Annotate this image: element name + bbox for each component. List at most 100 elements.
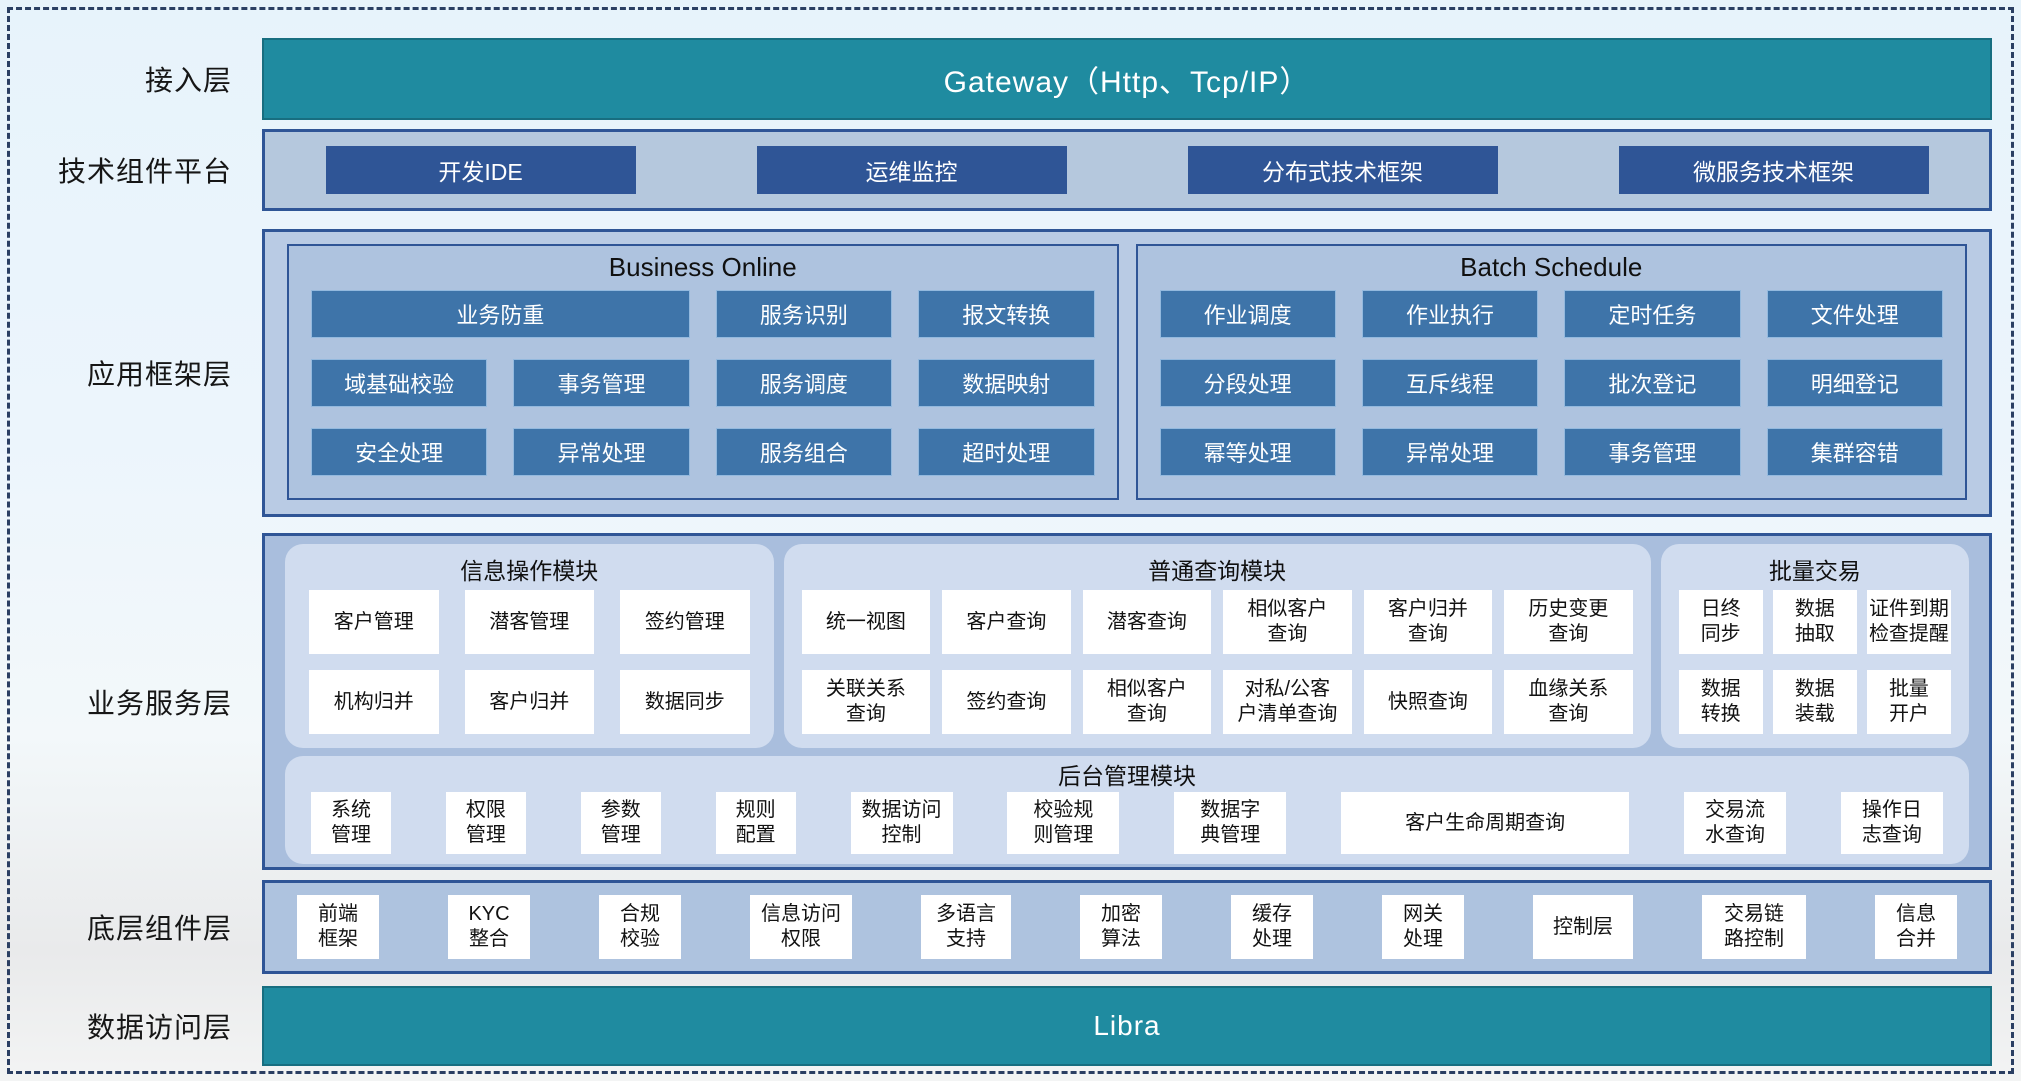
framework-block: 明细登记	[1766, 359, 1943, 407]
framework-block: 安全处理	[311, 428, 488, 476]
service-card: 批量 开户	[1866, 670, 1951, 734]
business-service-top-row: 信息操作模块 客户管理 潜客管理 签约管理 机构归并 客户归并 数据同步 普通查…	[285, 544, 1969, 748]
service-card: 签约查询	[942, 670, 1071, 734]
section-batch-schedule: Batch Schedule 作业调度 作业执行 定时任务 文件处理 分段处理 …	[1135, 244, 1967, 500]
service-card: 数据同步	[620, 670, 750, 734]
component-card: 多语言 支持	[921, 895, 1011, 959]
layer-row-tech-platform: 技术组件平台 开发IDE 运维监控 分布式技术框架 微服务技术框架	[0, 129, 2021, 211]
app-framework-container: Business Online 业务防重 服务识别 报文转换 域基础校验 事务管…	[262, 229, 1992, 517]
service-card: 客户查询	[942, 590, 1071, 654]
section-business-online: Business Online 业务防重 服务识别 报文转换 域基础校验 事务管…	[287, 244, 1119, 500]
info-operations-grid: 客户管理 潜客管理 签约管理 机构归并 客户归并 数据同步	[303, 590, 756, 736]
component-card: 信息访问 权限	[750, 895, 852, 959]
module-backend-admin: 后台管理模块 系统 管理 权限 管理 参数 管理 规则 配置 数据访问 控制 校…	[285, 756, 1969, 864]
service-card: 潜客查询	[1082, 590, 1212, 654]
framework-block: 作业执行	[1361, 290, 1539, 338]
framework-block: 服务识别	[715, 290, 893, 338]
component-card: 加密 算法	[1080, 895, 1162, 959]
framework-block: 文件处理	[1766, 290, 1943, 338]
service-card: 数据字 典管理	[1174, 792, 1287, 854]
batch-schedule-grid: 作业调度 作业执行 定时任务 文件处理 分段处理 互斥线程 批次登记 明细登记 …	[1138, 288, 1966, 498]
module-batch-trading: 批量交易 日终 同步 数据 抽取 证件到期 检查提醒 数据 转换 数据 装载 批…	[1660, 544, 1969, 748]
layer-label-app-framework: 应用框架层	[86, 359, 232, 390]
framework-block: 事务管理	[1564, 428, 1741, 476]
service-card: 日终 同步	[1678, 590, 1763, 654]
service-card: 校验规 则管理	[1007, 792, 1120, 854]
component-card: 前端 框架	[297, 895, 379, 959]
gateway-title: Gateway（Http、Tcp/IP）	[943, 66, 1311, 99]
service-card: 快照查询	[1363, 670, 1493, 734]
component-card: 合规 校验	[599, 895, 681, 959]
service-card: 相似客户 查询	[1223, 590, 1352, 654]
service-card: 规则 配置	[715, 792, 796, 854]
component-card: 缓存 处理	[1231, 895, 1313, 959]
framework-block: 批次登记	[1564, 359, 1741, 407]
framework-block: 事务管理	[513, 359, 690, 407]
service-card: 交易流 水查询	[1684, 792, 1786, 854]
business-online-grid: 业务防重 服务识别 报文转换 域基础校验 事务管理 服务调度 数据映射 安全处理…	[289, 288, 1117, 498]
service-card: 数据 转换	[1678, 670, 1763, 734]
service-card: 系统 管理	[311, 792, 391, 854]
data-access-bar: Libra	[262, 986, 1992, 1066]
component-card: 控制层	[1533, 895, 1633, 959]
section-title-business-online: Business Online	[608, 252, 797, 282]
service-card: 权限 管理	[445, 792, 526, 854]
layer-label-business-service: 业务服务层	[86, 687, 232, 719]
tech-block-distributed-framework: 分布式技术框架	[1187, 146, 1498, 194]
service-card: 相似客户 查询	[1082, 670, 1212, 734]
service-card: 数据 装载	[1772, 670, 1857, 734]
framework-block: 服务组合	[715, 428, 893, 476]
tech-platform-container: 开发IDE 运维监控 分布式技术框架 微服务技术框架	[262, 129, 1992, 211]
layer-row-base-components: 底层组件层 前端 框架 KYC 整合 合规 校验 信息访问 权限 多语言 支持 …	[0, 880, 2021, 974]
layer-row-access: 接入层 Gateway（Http、Tcp/IP）	[0, 38, 2021, 120]
tech-block-microservice-framework: 微服务技术框架	[1618, 146, 1929, 194]
module-general-query: 普通查询模块 统一视图 客户查询 潜客查询 相似客户 查询 客户归并 查询 历史…	[783, 544, 1651, 748]
service-card: 历史变更 查询	[1504, 590, 1633, 654]
general-query-grid: 统一视图 客户查询 潜客查询 相似客户 查询 客户归并 查询 历史变更 查询 关…	[801, 590, 1633, 736]
module-title-backend-admin: 后台管理模块	[1058, 763, 1196, 789]
layer-row-data-access: 数据访问层 Libra	[0, 986, 2021, 1066]
layer-row-business-service: 业务服务层 信息操作模块 客户管理 潜客管理 签约管理 机构归并 客户归并 数据…	[0, 533, 2021, 870]
layer-label-access: 接入层	[144, 65, 232, 96]
framework-block: 数据映射	[918, 359, 1095, 407]
framework-block: 报文转换	[918, 290, 1095, 338]
framework-block: 域基础校验	[311, 359, 488, 407]
module-title-general-query: 普通查询模块	[1148, 558, 1287, 584]
service-card: 机构归并	[309, 670, 439, 734]
batch-trading-grid: 日终 同步 数据 抽取 证件到期 检查提醒 数据 转换 数据 装载 批量 开户	[1678, 590, 1951, 736]
framework-block: 超时处理	[918, 428, 1095, 476]
service-card: 潜客管理	[464, 590, 595, 654]
service-card: 客户归并	[464, 670, 595, 734]
component-card: 信息 合并	[1875, 895, 1957, 959]
framework-block: 作业调度	[1159, 290, 1336, 338]
tech-block-ops-monitor: 运维监控	[756, 146, 1067, 194]
service-card: 签约管理	[620, 590, 750, 654]
layer-label-data-access: 数据访问层	[86, 1012, 232, 1043]
framework-block: 业务防重	[311, 290, 690, 338]
layer-label-base-components: 底层组件层	[86, 913, 232, 944]
service-card: 客户归并 查询	[1363, 590, 1493, 654]
framework-block: 异常处理	[1361, 428, 1539, 476]
libra-title: Libra	[1093, 1010, 1161, 1041]
component-card: KYC 整合	[448, 895, 530, 959]
section-title-batch-schedule: Batch Schedule	[1460, 252, 1643, 282]
module-title-info-operations: 信息操作模块	[460, 558, 599, 584]
layer-label-tech-platform: 技术组件平台	[57, 156, 232, 187]
base-components-container: 前端 框架 KYC 整合 合规 校验 信息访问 权限 多语言 支持 加密 算法 …	[262, 880, 1992, 974]
layer-row-app-framework: 应用框架层 Business Online 业务防重 服务识别 报文转换 域基础…	[0, 229, 2021, 517]
component-card: 网关 处理	[1382, 895, 1464, 959]
service-card: 客户管理	[309, 590, 439, 654]
framework-block: 服务调度	[715, 359, 893, 407]
service-card: 对私/公客 户清单查询	[1223, 670, 1352, 734]
tech-block-dev-ide: 开发IDE	[325, 146, 636, 194]
service-card: 证件到期 检查提醒	[1866, 590, 1951, 654]
service-card: 操作日 志查询	[1840, 792, 1943, 854]
service-card: 数据 抽取	[1772, 590, 1857, 654]
framework-block: 幂等处理	[1159, 428, 1336, 476]
module-title-batch-trading: 批量交易	[1768, 558, 1861, 584]
service-card: 血缘关系 查询	[1504, 670, 1633, 734]
service-card: 客户生命周期查询	[1341, 792, 1630, 854]
gateway-bar: Gateway（Http、Tcp/IP）	[262, 38, 1992, 120]
service-card: 统一视图	[801, 590, 931, 654]
